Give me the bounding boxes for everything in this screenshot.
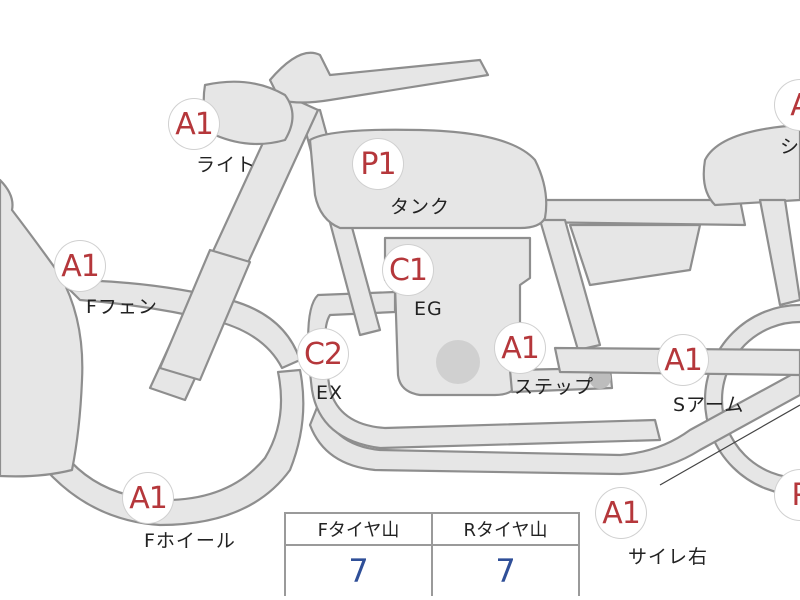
badge-front-fender[interactable]: A1 bbox=[55, 241, 105, 291]
headlight-shape bbox=[202, 80, 294, 146]
label-front-wheel: Fホイール bbox=[144, 530, 236, 552]
badge-engine[interactable]: C1 bbox=[383, 245, 433, 295]
handlebar-shape bbox=[268, 51, 490, 104]
front-tire-header: Fタイヤ山 bbox=[284, 512, 433, 546]
rear-tire-header: Rタイヤ山 bbox=[431, 512, 580, 546]
side-cover-shape bbox=[568, 223, 702, 287]
badge-exhaust[interactable]: C2 bbox=[298, 329, 348, 379]
front-fork-shape bbox=[0, 178, 84, 478]
label-tank: タンク bbox=[390, 196, 451, 218]
label-step: ステップ bbox=[514, 376, 595, 398]
label-exhaust: EX bbox=[316, 382, 344, 404]
rear-shock-shape bbox=[758, 198, 800, 307]
tire-tread-table: Fタイヤ山 Rタイヤ山 7 7 bbox=[284, 512, 580, 596]
muffler-leader-line bbox=[659, 404, 800, 486]
front-tire-value[interactable]: 7 bbox=[284, 544, 433, 596]
badge-swing-arm[interactable]: A1 bbox=[658, 335, 708, 385]
tire-table-header-row: Fタイヤ山 Rタイヤ山 bbox=[284, 512, 580, 546]
badge-muffler-right[interactable]: A1 bbox=[596, 488, 646, 538]
engine-cover-circle bbox=[436, 340, 480, 384]
label-swing-arm: Sアーム bbox=[673, 394, 745, 416]
badge-light[interactable]: A1 bbox=[169, 99, 219, 149]
fork-lower-shape bbox=[158, 248, 252, 382]
rear-frame-shape bbox=[538, 218, 602, 352]
label-seat: シ bbox=[780, 136, 800, 158]
badge-tank[interactable]: P1 bbox=[353, 139, 403, 189]
label-light: ライト bbox=[196, 154, 257, 176]
lower-frame-shape bbox=[308, 368, 800, 476]
label-muffler-right: サイレ右 bbox=[628, 546, 709, 568]
label-front-fender: Fフェン bbox=[86, 296, 158, 318]
rear-tire-value[interactable]: 7 bbox=[431, 544, 580, 596]
tire-table-value-row: 7 7 bbox=[284, 544, 580, 596]
badge-step[interactable]: A1 bbox=[495, 323, 545, 373]
badge-front-wheel[interactable]: A1 bbox=[123, 473, 173, 523]
label-engine: EG bbox=[414, 298, 443, 320]
